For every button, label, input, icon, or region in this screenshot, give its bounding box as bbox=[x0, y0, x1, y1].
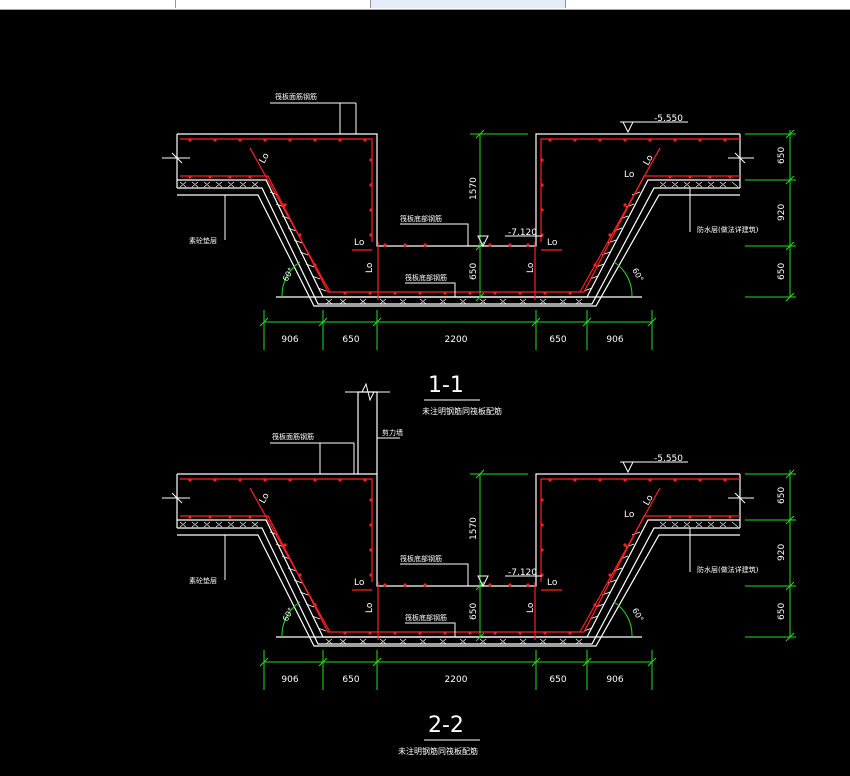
lap-label-pit-right: Lo bbox=[547, 238, 558, 248]
bottom-dim-3: 2200 bbox=[445, 675, 468, 685]
label-pit-top-rebar: 筏板底部钢筋 bbox=[400, 214, 442, 223]
angle-left: 60° bbox=[281, 606, 296, 623]
section-1-1: 筏板面筋钢筋 筏板底部钢筋 筏板底部钢筋 素砼垫层 防水层(做法详建筑) -5.… bbox=[162, 92, 796, 416]
lap-label-pit-wall-right: Lo bbox=[526, 262, 536, 273]
right-dim-1: 650 bbox=[777, 147, 787, 164]
lap-label-pit-left: Lo bbox=[354, 578, 365, 588]
lap-label-right-slope: Lo bbox=[642, 493, 656, 507]
concrete-outline bbox=[176, 391, 741, 647]
rebar-dots bbox=[188, 478, 732, 635]
cushion-hatch bbox=[179, 181, 739, 305]
lap-label-right: Lo bbox=[624, 510, 635, 520]
lap-label-left-slope: Lo bbox=[258, 491, 272, 505]
dimension-lines bbox=[263, 469, 796, 690]
right-dim-3: 650 bbox=[777, 603, 787, 620]
leader-lines bbox=[224, 102, 691, 297]
label-top-rebar: 筏板面筋钢筋 bbox=[272, 432, 314, 441]
dim-depth: 1570 bbox=[469, 517, 479, 540]
angle-left: 60° bbox=[281, 266, 296, 283]
bottom-dim-5: 906 bbox=[606, 675, 623, 685]
rebar-lines bbox=[180, 478, 740, 640]
bottom-dim-2: 650 bbox=[342, 675, 359, 685]
break-symbols bbox=[162, 382, 754, 504]
window-tab-2[interactable] bbox=[176, 0, 371, 8]
right-dim-2: 920 bbox=[777, 204, 787, 221]
section-2-2: 筏板面筋钢筋 剪力墙 筏板底部钢筋 筏板底部钢筋 素砼垫层 防水层(做法详建筑)… bbox=[162, 382, 796, 756]
elevation-top: -5.550 bbox=[654, 114, 683, 124]
bottom-dim-3: 2200 bbox=[445, 335, 468, 345]
angle-right: 60° bbox=[630, 607, 645, 624]
section-title: 2-2 bbox=[428, 713, 464, 738]
window-tab-1[interactable] bbox=[0, 0, 176, 8]
bottom-dim-5: 906 bbox=[606, 335, 623, 345]
bottom-dim-4: 650 bbox=[549, 675, 566, 685]
lap-label-pit-wall-left: Lo bbox=[365, 602, 375, 613]
section-subtitle: 未注明钢筋同筏板配筋 bbox=[398, 746, 478, 756]
leader-lines bbox=[224, 437, 691, 637]
bottom-dim-1: 906 bbox=[281, 675, 298, 685]
dimension-ticks bbox=[259, 469, 795, 667]
elevation-pit: -7.120 bbox=[508, 568, 537, 578]
lap-label-pit-left: Lo bbox=[354, 238, 365, 248]
right-dim-2: 920 bbox=[777, 544, 787, 561]
label-waterproof: 防水层(做法详建筑) bbox=[697, 565, 759, 574]
bottom-dim-1: 906 bbox=[281, 335, 298, 345]
angle-right: 60° bbox=[630, 267, 645, 284]
bottom-dim-4: 650 bbox=[549, 335, 566, 345]
section-labels: 筏板面筋钢筋 筏板底部钢筋 筏板底部钢筋 素砼垫层 防水层(做法详建筑) -5.… bbox=[189, 92, 787, 416]
section-subtitle: 未注明钢筋同筏板配筋 bbox=[422, 406, 502, 416]
lap-label-pit-right: Lo bbox=[547, 578, 558, 588]
elevation-pit: -7.120 bbox=[508, 228, 537, 238]
lap-label-right-slope: Lo bbox=[642, 153, 656, 167]
lap-label-pit-wall-left: Lo bbox=[365, 262, 375, 273]
section-labels: 筏板面筋钢筋 剪力墙 筏板底部钢筋 筏板底部钢筋 素砼垫层 防水层(做法详建筑)… bbox=[189, 428, 787, 756]
right-dim-3: 650 bbox=[777, 263, 787, 280]
rebar-dots bbox=[188, 138, 732, 295]
bottom-dim-2: 650 bbox=[342, 335, 359, 345]
label-shear-wall: 剪力墙 bbox=[382, 428, 403, 437]
rebar-lines bbox=[180, 138, 740, 300]
lap-label-pit-wall-right: Lo bbox=[526, 602, 536, 613]
dim-slab: 650 bbox=[469, 263, 479, 280]
dim-slab: 650 bbox=[469, 603, 479, 620]
cushion-hatch bbox=[179, 521, 739, 645]
dimension-lines bbox=[263, 129, 796, 350]
label-cushion: 素砼垫层 bbox=[189, 236, 217, 245]
label-waterproof: 防水层(做法详建筑) bbox=[697, 225, 759, 234]
right-dim-1: 650 bbox=[777, 487, 787, 504]
label-cushion: 素砼垫层 bbox=[189, 576, 217, 585]
dimension-ticks bbox=[259, 129, 795, 327]
label-pit-bottom-rebar: 筏板底部钢筋 bbox=[405, 613, 447, 622]
window-tab-3[interactable] bbox=[371, 0, 566, 8]
section-title: 1-1 bbox=[428, 373, 464, 398]
label-pit-bottom-rebar: 筏板底部钢筋 bbox=[405, 273, 447, 282]
lap-label-left-slope: Lo bbox=[258, 151, 272, 165]
break-symbols bbox=[162, 152, 754, 164]
elevation-top: -5.550 bbox=[654, 454, 683, 464]
lap-label-right: Lo bbox=[624, 170, 635, 180]
label-top-rebar: 筏板面筋钢筋 bbox=[275, 92, 317, 101]
window-tab-bar bbox=[0, 0, 850, 10]
label-pit-top-rebar: 筏板底部钢筋 bbox=[400, 554, 442, 563]
dim-depth: 1570 bbox=[469, 177, 479, 200]
